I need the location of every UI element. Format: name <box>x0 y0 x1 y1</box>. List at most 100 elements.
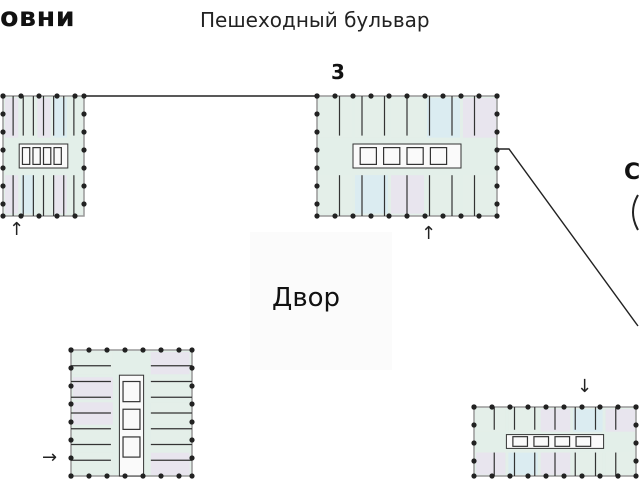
column <box>543 404 549 410</box>
column <box>68 401 74 407</box>
column <box>471 473 477 479</box>
apartment <box>21 175 35 214</box>
column <box>18 93 24 99</box>
column <box>561 473 567 479</box>
column <box>81 111 87 117</box>
column <box>0 93 6 99</box>
column <box>68 419 74 425</box>
elevator-shaft <box>554 436 571 447</box>
column <box>314 201 320 207</box>
column <box>68 473 74 479</box>
column <box>68 365 74 371</box>
column <box>140 347 146 353</box>
column <box>0 183 6 189</box>
apartment <box>319 175 352 214</box>
column <box>404 93 410 99</box>
column <box>471 458 477 464</box>
apartment <box>73 352 113 375</box>
column <box>0 165 6 171</box>
column <box>633 440 639 446</box>
column <box>458 213 464 219</box>
column <box>525 473 531 479</box>
street-label: Пешеходный бульвар <box>200 8 430 32</box>
apartment <box>53 98 67 138</box>
column <box>386 93 392 99</box>
column <box>561 404 567 410</box>
column <box>54 93 60 99</box>
column <box>189 383 195 389</box>
column <box>471 404 477 410</box>
apartment <box>573 452 603 475</box>
connector-line <box>497 148 639 327</box>
column <box>494 147 500 153</box>
apartment <box>150 427 190 450</box>
column <box>368 93 374 99</box>
apartment <box>476 409 506 432</box>
column <box>314 147 320 153</box>
column <box>189 365 195 371</box>
column <box>440 213 446 219</box>
column <box>615 404 621 410</box>
column <box>494 111 500 117</box>
column <box>494 201 500 207</box>
column <box>332 93 338 99</box>
elevator-shaft <box>383 147 401 166</box>
apartment <box>69 175 83 214</box>
apartment <box>427 175 460 214</box>
column <box>350 93 356 99</box>
apartment <box>508 452 538 475</box>
column <box>597 404 603 410</box>
entrance-arrow-right-icon: → <box>42 447 58 468</box>
column <box>86 473 92 479</box>
apartment <box>508 409 538 432</box>
apartment <box>53 175 67 214</box>
column <box>158 347 164 353</box>
building-number: 3 <box>331 60 345 84</box>
column <box>494 213 500 219</box>
column <box>422 213 428 219</box>
column <box>0 129 6 135</box>
elevator-shaft <box>533 436 550 447</box>
column <box>579 404 585 410</box>
column <box>0 111 6 117</box>
column <box>633 458 639 464</box>
column <box>332 213 338 219</box>
column <box>633 473 639 479</box>
column <box>615 473 621 479</box>
column <box>386 213 392 219</box>
column <box>158 473 164 479</box>
column <box>471 440 477 446</box>
column <box>104 473 110 479</box>
entrance-arrow-down-icon: ↓ <box>577 376 593 397</box>
column <box>314 183 320 189</box>
column <box>86 347 92 353</box>
column <box>314 213 320 219</box>
column <box>350 213 356 219</box>
column <box>176 347 182 353</box>
apartment <box>150 452 190 475</box>
elevator-shaft <box>359 147 378 166</box>
elevator-shaft <box>21 147 31 166</box>
apartment <box>355 175 388 214</box>
column <box>176 473 182 479</box>
column <box>104 347 110 353</box>
column <box>314 165 320 171</box>
apartment <box>69 98 83 138</box>
column <box>471 422 477 428</box>
column <box>81 201 87 207</box>
entrance-arrow-up-icon: ↑ <box>9 219 25 240</box>
apartment <box>573 409 603 432</box>
apartment <box>319 98 352 138</box>
column <box>476 93 482 99</box>
elevator-shaft <box>32 147 41 166</box>
courtyard-area <box>250 232 392 370</box>
column <box>0 201 6 207</box>
apartment <box>463 175 496 214</box>
column <box>122 473 128 479</box>
apartment <box>73 427 113 450</box>
column <box>404 213 410 219</box>
column <box>489 473 495 479</box>
entrance-arrow-up-icon: ↑ <box>421 223 437 244</box>
column <box>81 147 87 153</box>
